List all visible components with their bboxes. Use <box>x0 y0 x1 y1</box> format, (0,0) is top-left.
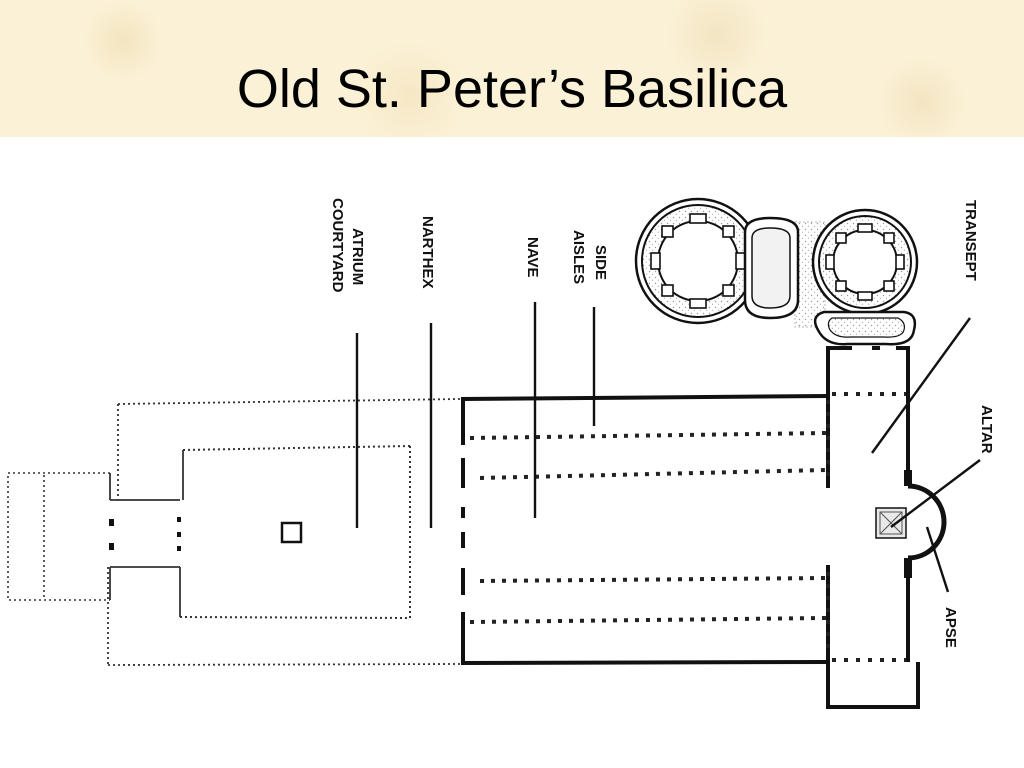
transept-colonnades <box>826 392 906 662</box>
label-apse: APSE <box>942 607 959 648</box>
atrium-gate-walls <box>109 473 180 600</box>
slide-title: Old St. Peter’s Basilica <box>236 59 788 119</box>
apse-leader <box>925 526 950 593</box>
label-altar: ALTAR <box>978 405 995 454</box>
rotunda-left <box>634 197 762 325</box>
altar <box>875 507 907 539</box>
label-aisles: AISLES <box>570 230 587 284</box>
leader-lines <box>355 302 981 593</box>
entrance-gate-outline <box>7 472 110 601</box>
label-side: SIDE <box>592 245 609 280</box>
title-band: Old St. Peter’s Basilica <box>0 0 1024 137</box>
rotunda-vestibule <box>743 216 800 320</box>
atrium-inner-colonnade-dots <box>179 445 411 619</box>
label-courtyard: COURTYARD <box>329 198 346 293</box>
atrium-gate-piers <box>109 517 181 551</box>
label-atrium: ATRIUM <box>349 228 366 285</box>
label-transept: TRANSEPT <box>962 200 979 281</box>
transept-leader <box>871 317 971 454</box>
label-narthex: NARTHEX <box>419 216 436 289</box>
colonnade-rows <box>469 431 827 624</box>
floor-plan-diagram: ATRIUM COURTYARD NARTHEX NAVE SIDE AISLE… <box>0 137 1024 768</box>
basilica-walls <box>460 346 920 709</box>
atrium-fountain <box>280 521 303 544</box>
rotunda-right <box>811 208 919 316</box>
apse <box>904 470 947 578</box>
label-nave: NAVE <box>524 237 541 278</box>
atrium-inner-colonnade <box>179 450 184 617</box>
altar-leader <box>890 459 981 528</box>
rotunda-right-porch <box>813 310 917 346</box>
atrium-outer-wall <box>107 398 461 666</box>
